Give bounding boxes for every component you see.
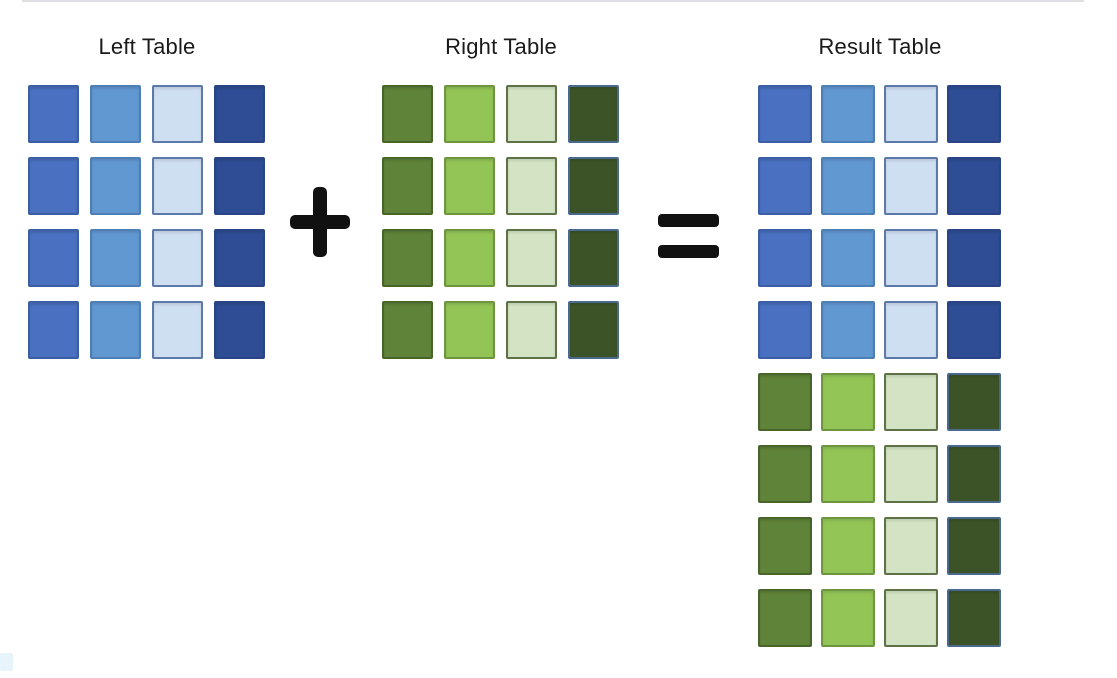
result-table-cell-r5c4 [947, 373, 1001, 431]
result-table-cell-r1c1 [758, 85, 812, 143]
left-table-cell-r1c2 [90, 85, 141, 143]
left-table-cell-r1c3 [152, 85, 203, 143]
equals-bottom-bar [658, 245, 719, 258]
left-table-cell-r2c3 [152, 157, 203, 215]
right-table-cell-r1c1 [382, 85, 433, 143]
right-table-cell-r3c3 [506, 229, 557, 287]
right-table-cell-r4c2 [444, 301, 495, 359]
result-table-cell-r7c3 [884, 517, 938, 575]
plus-operator-icon [290, 187, 350, 257]
result-table-cell-r6c3 [884, 445, 938, 503]
result-table-cell-r2c4 [947, 157, 1001, 215]
result-table-cell-r4c4 [947, 301, 1001, 359]
left-table-cell-r4c1 [28, 301, 79, 359]
result-table-cell-r8c3 [884, 589, 938, 647]
left-table-grid [28, 85, 265, 359]
result-table-cell-r6c1 [758, 445, 812, 503]
result-table-cell-r5c1 [758, 373, 812, 431]
result-table-cell-r3c4 [947, 229, 1001, 287]
right-table-cell-r1c3 [506, 85, 557, 143]
result-table-cell-r1c4 [947, 85, 1001, 143]
result-table-cell-r3c1 [758, 229, 812, 287]
left-table-cell-r4c2 [90, 301, 141, 359]
result-table-cell-r3c3 [884, 229, 938, 287]
right-table-cell-r1c2 [444, 85, 495, 143]
result-table-cell-r2c3 [884, 157, 938, 215]
left-table-cell-r3c1 [28, 229, 79, 287]
result-table-cell-r1c3 [884, 85, 938, 143]
right-table-grid [382, 85, 619, 359]
right-table-cell-r1c4 [568, 85, 619, 143]
right-table-cell-r2c2 [444, 157, 495, 215]
result-table-grid [758, 85, 1001, 647]
result-table-cell-r6c4 [947, 445, 1001, 503]
right-table-cell-r2c3 [506, 157, 557, 215]
result-table-cell-r8c2 [821, 589, 875, 647]
result-table-cell-r1c2 [821, 85, 875, 143]
right-table-cell-r3c2 [444, 229, 495, 287]
result-table-cell-r4c2 [821, 301, 875, 359]
top-border-line [22, 0, 1084, 2]
left-table-title: Left Table [98, 34, 196, 59]
result-table-cell-r4c3 [884, 301, 938, 359]
result-table-cell-r5c2 [821, 373, 875, 431]
result-table-cell-r4c1 [758, 301, 812, 359]
right-table-cell-r3c4 [568, 229, 619, 287]
right-table-title: Right Table [445, 34, 557, 59]
result-table-cell-r7c1 [758, 517, 812, 575]
right-table-cell-r2c4 [568, 157, 619, 215]
result-table-cell-r7c4 [947, 517, 1001, 575]
left-table-cell-r2c1 [28, 157, 79, 215]
result-table-cell-r5c3 [884, 373, 938, 431]
left-table-cell-r3c4 [214, 229, 265, 287]
equals-operator-icon [658, 214, 719, 258]
result-table-cell-r2c2 [821, 157, 875, 215]
left-table-cell-r1c1 [28, 85, 79, 143]
left-table-cell-r4c3 [152, 301, 203, 359]
result-table-cell-r8c1 [758, 589, 812, 647]
result-table-cell-r8c4 [947, 589, 1001, 647]
right-table-cell-r4c1 [382, 301, 433, 359]
right-table-cell-r3c1 [382, 229, 433, 287]
right-table-cell-r2c1 [382, 157, 433, 215]
plus-vertical-bar [313, 187, 327, 257]
left-table-cell-r4c4 [214, 301, 265, 359]
corner-smudge [0, 653, 13, 671]
left-table-cell-r3c2 [90, 229, 141, 287]
result-table-cell-r3c2 [821, 229, 875, 287]
left-table-cell-r2c4 [214, 157, 265, 215]
right-table-cell-r4c3 [506, 301, 557, 359]
result-table-cell-r2c1 [758, 157, 812, 215]
left-table-cell-r2c2 [90, 157, 141, 215]
result-table-title: Result Table [818, 34, 942, 59]
left-table-cell-r1c4 [214, 85, 265, 143]
equals-top-bar [658, 214, 719, 227]
result-table-cell-r6c2 [821, 445, 875, 503]
right-table-cell-r4c4 [568, 301, 619, 359]
result-table-cell-r7c2 [821, 517, 875, 575]
left-table-cell-r3c3 [152, 229, 203, 287]
